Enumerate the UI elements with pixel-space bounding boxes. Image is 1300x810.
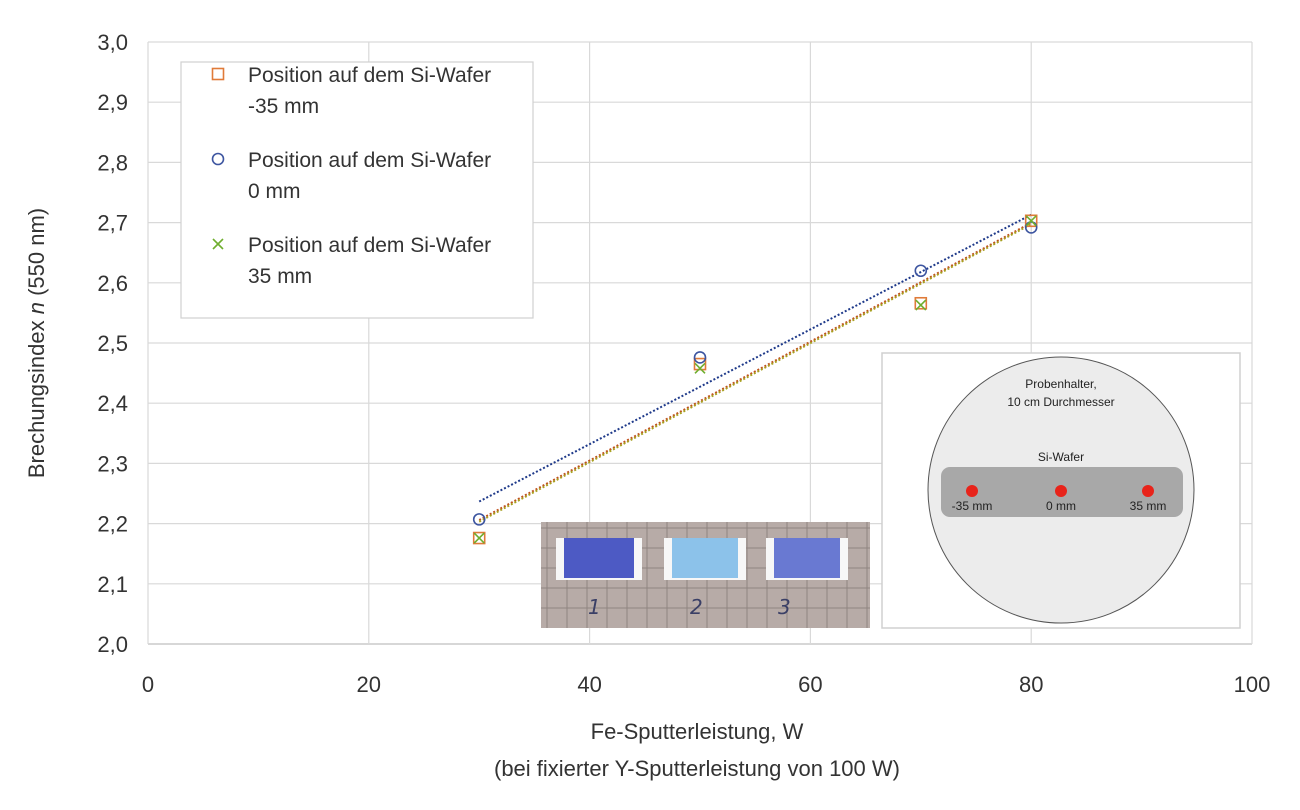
holder-label: Probenhalter, <box>1025 377 1096 391</box>
x-marker-stroke <box>1025 215 1037 227</box>
position-label: -35 mm <box>952 499 993 513</box>
x-tick-label: 80 <box>1019 672 1043 697</box>
position-dot <box>1142 485 1154 497</box>
data-point <box>472 531 486 545</box>
trendline <box>478 223 1032 523</box>
tick-labels: 2,0 2,1 2,2 2,3 2,4 2,5 2,6 2,7 2,8 2,9 3,0 0 20 40 60… <box>97 30 1270 697</box>
y-axis-label: Brechungsindex n (550 nm) <box>24 208 49 478</box>
legend-label: 0 mm <box>248 180 301 203</box>
y-axis-label-prefix: Brechungsindex <box>24 314 49 478</box>
data-points <box>472 214 1038 545</box>
legend-label: -35 mm <box>248 95 319 118</box>
y-axis-label-suffix: (550 nm) <box>24 208 49 302</box>
x-axis-label-line2: (bei fixierter Y-Sputterleistung von 100… <box>494 756 900 781</box>
y-tick-label: 2,1 <box>97 572 128 597</box>
sample-number-label: 2 <box>690 595 703 619</box>
y-tick-label: 2,2 <box>97 512 128 537</box>
legend: Position auf dem Si-Wafer -35 mm Position … <box>180 61 534 319</box>
data-point <box>693 351 707 364</box>
sample-number-label: 3 <box>778 595 791 619</box>
position-dot <box>966 485 978 497</box>
y-tick-label: 2,5 <box>97 331 128 356</box>
position-label: 35 mm <box>1130 499 1167 513</box>
data-point <box>1025 215 1037 227</box>
sample-photo-inset: 1 2 3 <box>541 522 870 628</box>
data-point <box>694 362 706 374</box>
y-tick-label: 2,0 <box>97 632 128 657</box>
x-tick-label: 40 <box>577 672 601 697</box>
data-point <box>472 513 486 526</box>
x-marker-stroke <box>694 362 706 374</box>
x-marker-stroke <box>212 238 224 250</box>
x-marker-stroke <box>915 299 927 311</box>
data-point <box>473 532 485 544</box>
legend-marker <box>211 152 225 166</box>
sample-piece <box>774 538 840 578</box>
legend-box <box>180 61 534 319</box>
y-tick-label: 2,9 <box>97 90 128 115</box>
y-tick-label: 2,4 <box>97 391 128 416</box>
data-point <box>1024 214 1038 228</box>
x-tick-label: 100 <box>1234 672 1271 697</box>
wafer-label: Si-Wafer <box>1038 450 1084 464</box>
x-tick-label: 20 <box>357 672 381 697</box>
y-axis-label-symbol: n <box>24 302 49 314</box>
x-axis-label: Fe-Sputterleistung, W <box>591 719 804 744</box>
sample-number-label: 1 <box>588 595 601 619</box>
position-dot <box>1055 485 1067 497</box>
position-label: 0 mm <box>1046 499 1076 513</box>
sample-piece <box>672 538 738 578</box>
legend-label: Position auf dem Si-Wafer <box>248 234 491 257</box>
data-point <box>914 264 928 278</box>
y-tick-label: 3,0 <box>97 30 128 55</box>
sample-piece <box>564 538 634 578</box>
legend-marker <box>211 67 225 81</box>
x-tick-label: 60 <box>798 672 822 697</box>
data-point <box>915 299 927 311</box>
data-point <box>693 357 707 371</box>
x-tick-label: 0 <box>142 672 154 697</box>
y-tick-label: 2,8 <box>97 150 128 175</box>
legend-label: 35 mm <box>248 265 312 288</box>
legend-marker <box>212 238 224 250</box>
y-tick-label: 2,6 <box>97 271 128 296</box>
x-marker-stroke <box>473 532 485 544</box>
holder-label: 10 cm Durchmesser <box>1007 395 1114 409</box>
y-tick-label: 2,7 <box>97 211 128 236</box>
legend-label: Position auf dem Si-Wafer <box>248 64 491 87</box>
data-point <box>914 296 928 310</box>
trendline <box>478 221 1032 521</box>
trendlines <box>478 213 1032 523</box>
y-tick-label: 2,3 <box>97 451 128 476</box>
legend-label: Position auf dem Si-Wafer <box>248 149 491 172</box>
